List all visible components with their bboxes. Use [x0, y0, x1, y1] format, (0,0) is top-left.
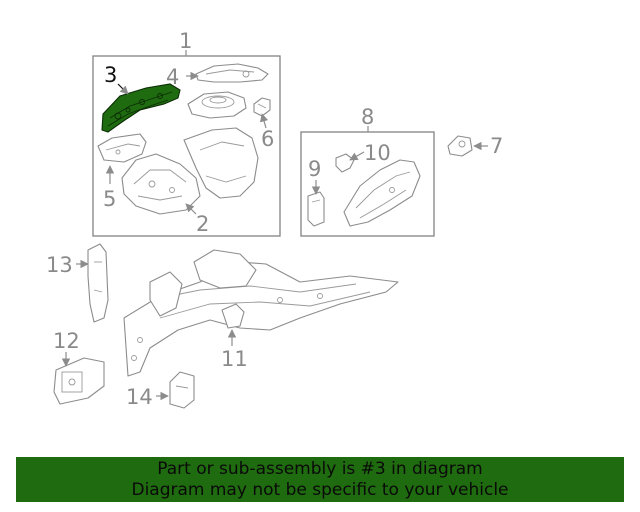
callout-2[interactable]: 2	[196, 212, 209, 236]
part-13[interactable]: 13	[46, 243, 109, 323]
callout-13[interactable]: 13	[46, 253, 73, 277]
part-2[interactable]: 2	[121, 127, 259, 236]
strut-mount	[187, 91, 247, 119]
callout-10[interactable]: 10	[364, 141, 391, 165]
callout-14[interactable]: 14	[126, 385, 153, 409]
frame-rail-assembly	[123, 249, 399, 377]
parts-diagram: 1 3 4 6 5	[46, 29, 503, 409]
part-7[interactable]: 7	[447, 134, 503, 158]
callout-9[interactable]: 9	[308, 157, 321, 181]
part-4[interactable]: 4	[166, 63, 269, 89]
part-11[interactable]: 11	[221, 303, 248, 371]
callout-11[interactable]: 11	[221, 347, 248, 371]
callout-12[interactable]: 12	[53, 329, 80, 353]
part-3-highlighted[interactable]: 3	[101, 63, 181, 133]
part-5[interactable]: 5	[97, 133, 147, 211]
callout-4[interactable]: 4	[166, 65, 179, 89]
banner-line-2: Diagram may not be specific to your vehi…	[131, 480, 509, 500]
callout-5[interactable]: 5	[103, 187, 116, 211]
callout-3[interactable]: 3	[104, 63, 117, 87]
banner-line-1: Part or sub-assembly is #3 in diagram	[157, 459, 483, 479]
callout-8[interactable]: 8	[361, 105, 374, 129]
rail-extension	[343, 159, 421, 227]
part-6[interactable]: 6	[253, 97, 274, 151]
part-10[interactable]: 10	[335, 141, 391, 173]
callout-7[interactable]: 7	[490, 134, 503, 158]
group-box-8: 8	[300, 105, 435, 237]
info-banner: Part or sub-assembly is #3 in diagram Di…	[16, 457, 624, 502]
part-14[interactable]: 14	[126, 371, 195, 409]
group-box-1: 1	[92, 29, 281, 237]
part-12[interactable]: 12	[53, 329, 105, 405]
callout-6[interactable]: 6	[261, 127, 274, 151]
callout-1[interactable]: 1	[179, 29, 192, 53]
part-9[interactable]: 9	[307, 157, 325, 227]
